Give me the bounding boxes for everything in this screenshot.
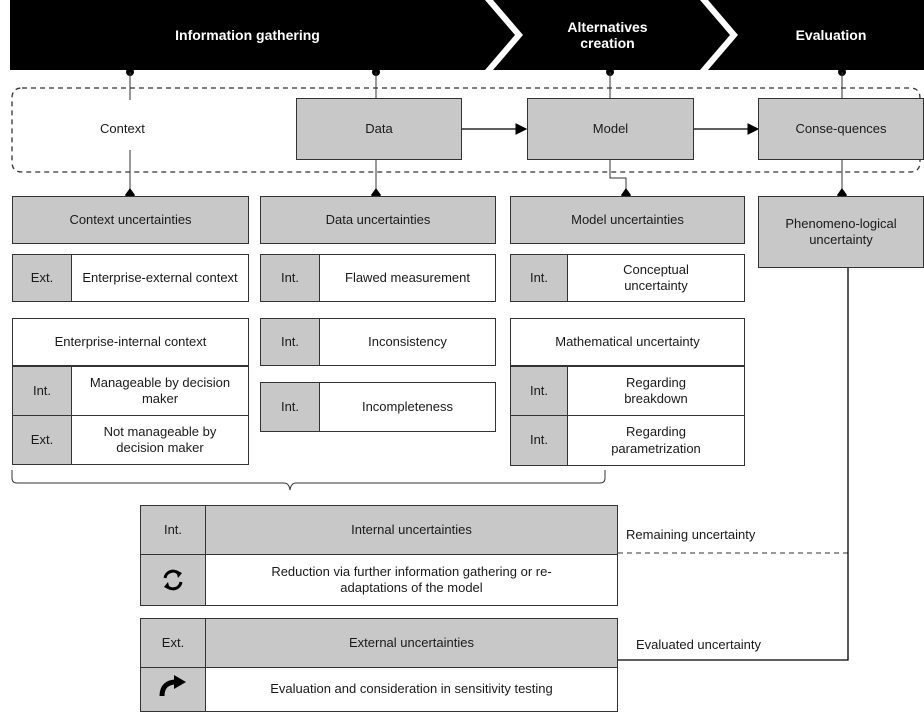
grouping-brace <box>11 470 606 491</box>
tag-external: Ext. <box>12 415 72 465</box>
context-uncertainties-title: Context uncertainties <box>12 196 249 244</box>
model-uncertainties-title: Model uncertainties <box>510 196 745 244</box>
flawed-measurement: Flawed measurement <box>319 254 496 302</box>
tag-internal: Int. <box>510 254 568 302</box>
tag-internal: Int. <box>260 318 320 366</box>
data-uncertainties-title: Data uncertainties <box>260 196 496 244</box>
tag-internal: Int. <box>260 382 320 432</box>
enterprise-internal-context: Enterprise-internal context <box>12 318 249 366</box>
process-context: Context <box>100 121 145 136</box>
not-manageable-by-decision-maker: Not manageable by decision maker <box>71 415 249 465</box>
phase-chevron-information-gathering <box>10 0 515 70</box>
mathematical-uncertainty: Mathematical uncertainty <box>510 318 745 366</box>
process-data: Data <box>296 98 462 160</box>
conceptual-uncertainty: Conceptual uncertainty <box>567 254 745 302</box>
tag-internal: Int. <box>140 505 206 555</box>
evaluated-uncertainty-line <box>618 246 854 661</box>
inconsistency: Inconsistency <box>319 318 496 366</box>
drop-model <box>609 160 627 190</box>
tag-internal: Int. <box>510 415 568 466</box>
tag-internal: Int. <box>12 366 72 416</box>
internal-uncertainties-title: Internal uncertainties <box>205 505 618 555</box>
remaining-uncertainty-label: Remaining uncertainty <box>626 527 756 542</box>
phase-chevron-evaluation <box>708 0 924 70</box>
incompleteness: Incompleteness <box>319 382 496 432</box>
phase-evaluation: Evaluation <box>795 26 867 43</box>
enterprise-external-context: Enterprise-external context <box>71 254 249 302</box>
tag-internal: Int. <box>510 366 568 416</box>
tag-external: Ext. <box>140 618 206 668</box>
phase-alternatives-creation: Alternatives creation <box>567 18 648 51</box>
evaluated-uncertainty-label: Evaluated uncertainty <box>636 637 762 652</box>
tag-internal: Int. <box>260 254 320 302</box>
internal-reduction-description: Reduction via further information gather… <box>205 554 618 606</box>
regarding-breakdown: Regarding breakdown <box>567 366 745 416</box>
phase-chevron-alternatives-creation <box>493 0 730 70</box>
manageable-by-decision-maker: Manageable by decision maker <box>71 366 249 416</box>
process-model: Model <box>527 98 694 160</box>
external-uncertainties-title: External uncertainties <box>205 618 618 668</box>
phenomenological-uncertainty: Phenomeno-logical uncertainty <box>758 196 924 268</box>
regarding-parametrization: Regarding parametrization <box>567 415 745 466</box>
refresh-icon <box>140 554 206 606</box>
process-consequences: Conse-quences <box>758 98 924 160</box>
external-evaluation-description: Evaluation and consideration in sensitiv… <box>205 667 618 712</box>
process-region-outline <box>11 87 921 173</box>
forward-arrow-icon <box>140 667 206 712</box>
phase-information-gathering: Information gathering <box>175 26 320 43</box>
tag-external: Ext. <box>12 254 72 302</box>
